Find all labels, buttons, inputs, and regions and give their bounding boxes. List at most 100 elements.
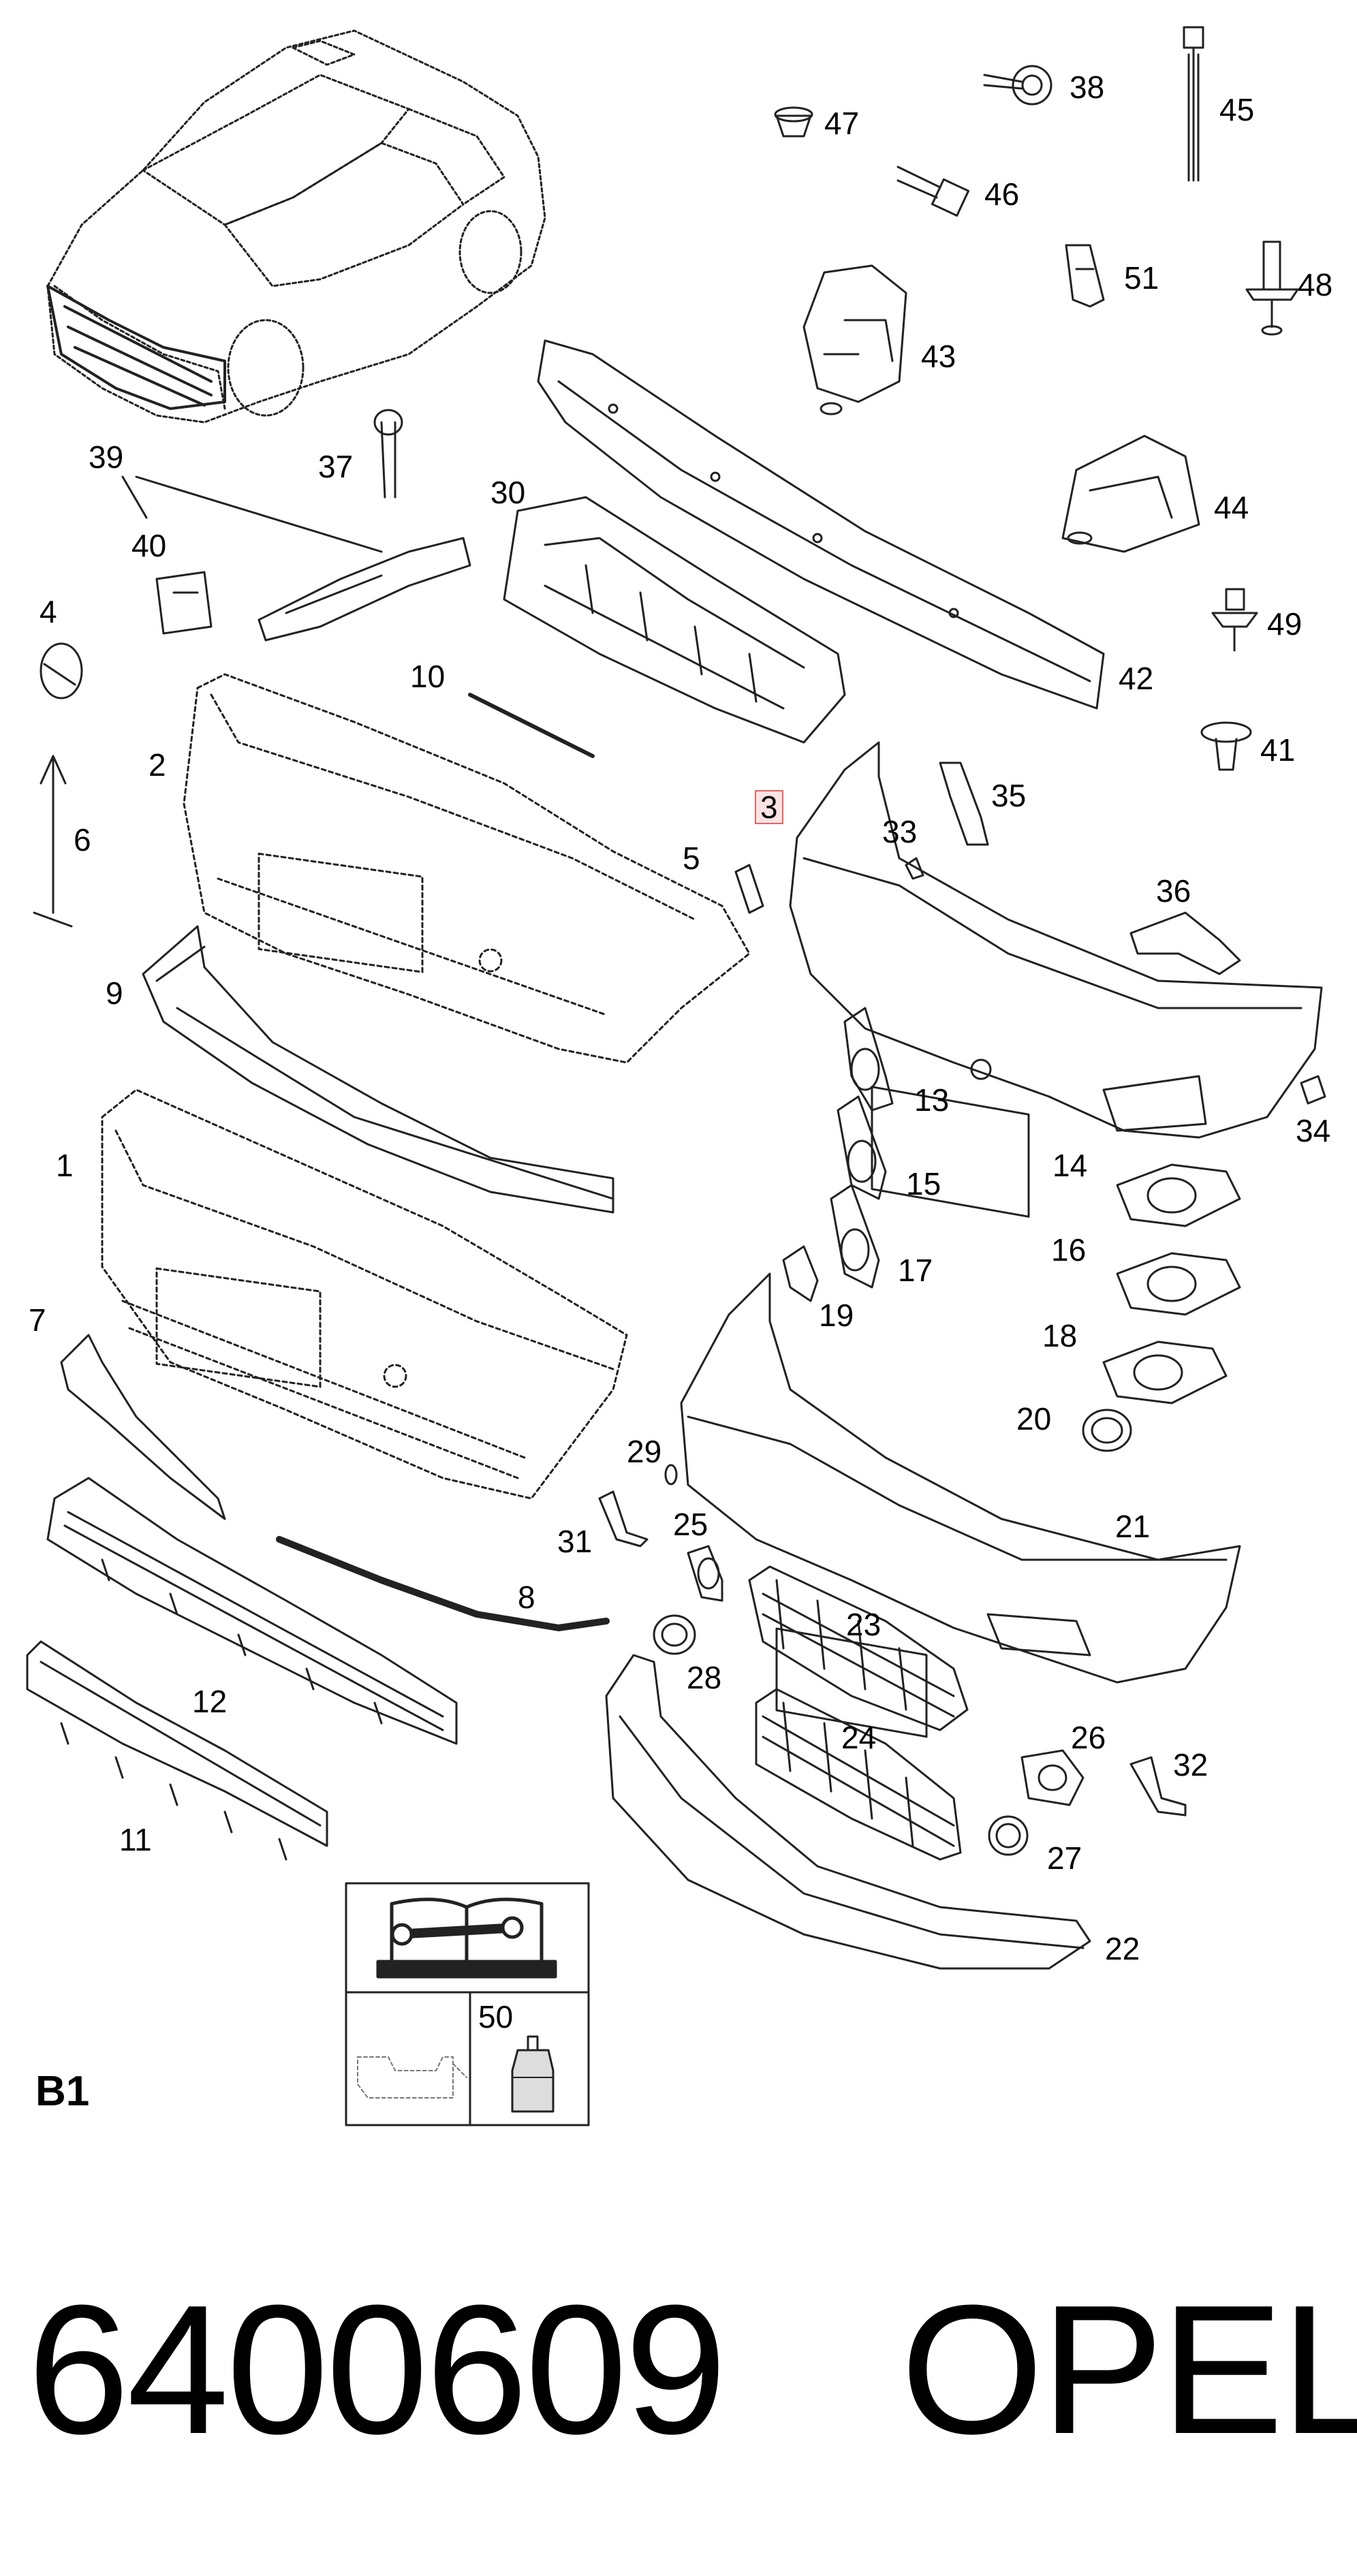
callout-7: 7 <box>29 1302 46 1338</box>
part-39-side-bracket <box>258 537 471 642</box>
lubrication-icon <box>357 2056 467 2099</box>
callout-10: 10 <box>410 659 446 694</box>
callout-45: 45 <box>1219 92 1255 127</box>
callout-13: 13 <box>914 1082 950 1118</box>
part-45-long-bolt <box>1183 26 1204 182</box>
part-10-moulding-strip <box>468 693 595 758</box>
part-40-clip <box>155 571 213 635</box>
part-4-cap <box>40 642 83 700</box>
repair-manual-icon <box>376 1898 557 1979</box>
callout-43: 43 <box>921 339 956 374</box>
callout-26: 26 <box>1071 1720 1106 1755</box>
callout-2: 2 <box>149 747 166 783</box>
callout-29: 29 <box>627 1434 662 1469</box>
section-label: B1 <box>35 2068 90 2115</box>
callout-18: 18 <box>1042 1318 1078 1353</box>
part-35-bracket <box>939 761 989 846</box>
part-26-fog-trim <box>1020 1749 1085 1806</box>
part-14-fog-trim <box>1116 1163 1241 1227</box>
part-47-nut <box>774 106 813 138</box>
callout-31: 31 <box>557 1524 593 1559</box>
part-2-bumper-cover <box>183 673 751 1064</box>
part-41-push-pin <box>1200 721 1252 771</box>
part-37-rivet <box>373 409 403 499</box>
callout-27: 27 <box>1047 1840 1082 1876</box>
part-33-clip <box>905 857 924 880</box>
part-48-stud <box>1245 240 1299 336</box>
callout-17: 17 <box>898 1253 933 1288</box>
part-34-clip <box>1300 1075 1326 1105</box>
callout-34: 34 <box>1296 1113 1331 1148</box>
part-27-ring <box>988 1815 1029 1856</box>
part-1-bumper-cover <box>101 1088 628 1500</box>
part-22-spoiler <box>605 1654 1091 1970</box>
callout-37: 37 <box>318 449 354 484</box>
callout-8: 8 <box>518 1580 535 1615</box>
callout-33: 33 <box>882 814 918 849</box>
callout-44: 44 <box>1214 490 1249 525</box>
part-46-bolt <box>896 166 970 217</box>
part-16-fog-trim <box>1116 1252 1241 1316</box>
callout-5: 5 <box>683 841 700 876</box>
car-front-grille-highlight <box>46 285 226 410</box>
oil-bottle-icon <box>511 2035 555 2113</box>
part-42-reinforcement-beam <box>537 339 1105 710</box>
callout-38: 38 <box>1070 69 1105 105</box>
part-8-strip <box>276 1536 610 1631</box>
callout-32: 32 <box>1173 1747 1208 1782</box>
callout-11: 11 <box>119 1822 152 1857</box>
callout-47: 47 <box>824 106 860 141</box>
part-15-bracket <box>837 1095 887 1200</box>
callout-15: 15 <box>906 1166 941 1201</box>
leader-39 <box>135 475 383 553</box>
info-box <box>345 1882 590 2126</box>
part-38-screw <box>983 65 1052 106</box>
brand-name: OPEL <box>901 2267 1357 2472</box>
part-19-clip <box>782 1245 819 1302</box>
callout-14: 14 <box>1052 1148 1088 1183</box>
part-24-grille <box>755 1688 962 1861</box>
part-5-bracket <box>734 864 764 914</box>
part-20-fog-ring <box>1082 1409 1132 1452</box>
leader-40 <box>121 475 148 519</box>
part-25-bracket <box>687 1545 723 1602</box>
callout-36: 36 <box>1156 873 1191 909</box>
part-number: 6400609 <box>27 2267 727 2472</box>
callout-6: 6 <box>74 822 91 858</box>
callout-49: 49 <box>1267 606 1303 642</box>
car-icon <box>46 29 546 424</box>
callout-39: 39 <box>89 439 124 475</box>
callout-16: 16 <box>1051 1232 1087 1268</box>
part-21-bumper-cover <box>680 1272 1241 1738</box>
part-11-grille <box>26 1640 328 1861</box>
part-13-bracket <box>843 1007 894 1112</box>
callout-19: 19 <box>819 1298 854 1333</box>
part-30-energy-absorber <box>503 496 846 744</box>
part-12-grille <box>46 1477 458 1745</box>
callout-46: 46 <box>984 176 1020 212</box>
part-3-bumper-cover <box>789 741 1323 1218</box>
part-29-clip <box>664 1464 678 1486</box>
part-9-spoiler <box>142 925 614 1214</box>
callout-42: 42 <box>1119 661 1154 696</box>
part-18-fog-trim <box>1102 1340 1228 1404</box>
callout-1: 1 <box>56 1148 74 1183</box>
part-17-bracket <box>830 1184 880 1289</box>
part-51-clip <box>1065 244 1105 308</box>
direction-arrow-6 <box>33 755 73 928</box>
callout-20: 20 <box>1016 1401 1052 1436</box>
callout-4: 4 <box>40 594 57 629</box>
callout-41: 41 <box>1260 732 1296 768</box>
part-28-ring <box>653 1614 696 1655</box>
callout-23: 23 <box>846 1607 882 1642</box>
callout-22: 22 <box>1105 1931 1140 1966</box>
part-32-bracket <box>1129 1756 1187 1817</box>
callout-40: 40 <box>131 528 167 563</box>
part-36-bracket <box>1129 911 1241 975</box>
part-31-bracket <box>598 1490 649 1548</box>
callout-25: 25 <box>673 1507 708 1542</box>
callout-51: 51 <box>1124 260 1159 296</box>
callout-9: 9 <box>106 975 123 1011</box>
